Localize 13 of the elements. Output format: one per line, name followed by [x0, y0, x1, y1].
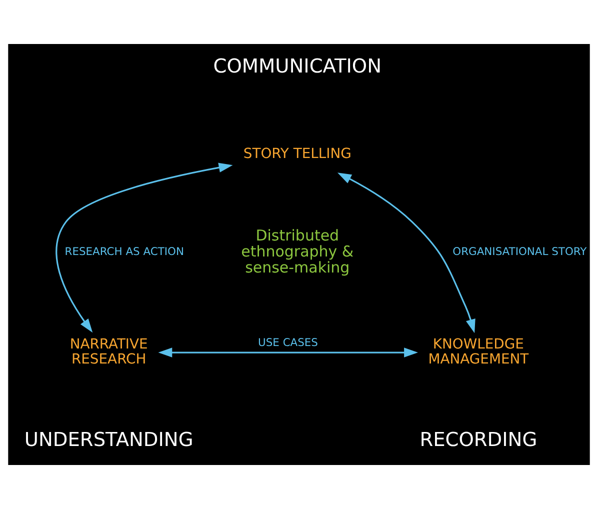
label: COMMUNICATION: [213, 54, 382, 77]
edge-label: USE CASES: [258, 336, 318, 349]
node-text: NARRATIVE RESEARCH: [70, 336, 148, 368]
label: Distributed ethnography & sense-making: [241, 226, 354, 276]
edge-label: ORGANISATIONAL STORY: [452, 244, 587, 258]
node-text: STORY TELLING: [243, 145, 352, 162]
arrow: [158, 347, 418, 357]
label: RECORDING: [420, 428, 538, 451]
node-text: KNOWLEDGE MANAGEMENT: [428, 336, 529, 368]
arrow: [337, 172, 476, 333]
edge-label: RESEARCH AS ACTION: [64, 244, 184, 258]
label: UNDERSTANDING: [24, 428, 194, 451]
arrow: [56, 162, 233, 332]
